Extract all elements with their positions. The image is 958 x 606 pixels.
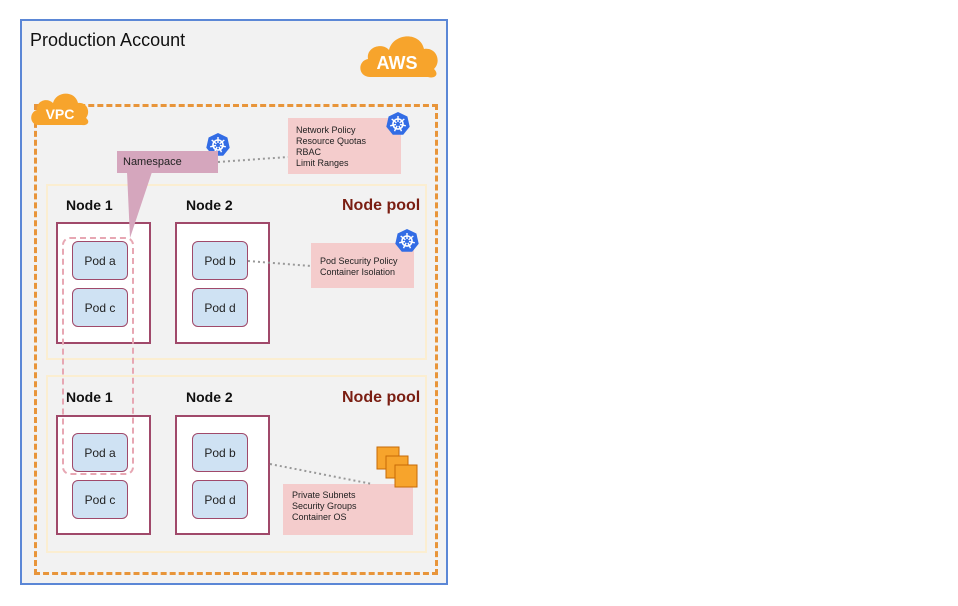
aws-badge-label: AWS (376, 53, 417, 73)
pod: Pod b (192, 433, 248, 472)
pod: Pod c (72, 480, 128, 519)
namespace-group-outline (62, 237, 134, 475)
pod: Pod a (72, 241, 128, 280)
account-title: Production Account (30, 30, 186, 50)
node-title: Node 2 (186, 197, 233, 213)
vpc-container (34, 104, 438, 575)
namespace-policies-note: Network Policy Resource Quotas RBAC Limi… (288, 118, 401, 174)
vpc-badge-label: VPC (46, 106, 75, 122)
policy-line: RBAC (296, 147, 322, 157)
pod: Pod a (72, 433, 128, 472)
node-title: Node 2 (186, 389, 233, 405)
pod: Pod b (192, 241, 248, 280)
policy-line: Pod Security Policy (320, 256, 398, 266)
node-title: Node 1 (66, 389, 113, 405)
pod: Pod c (72, 288, 128, 327)
policy-line: Container Isolation (320, 267, 396, 277)
pod: Pod d (192, 480, 248, 519)
aws-cloud-icon: AWS (360, 36, 438, 78)
policy-line: Private Subnets (292, 490, 356, 500)
policy-line: Container OS (292, 512, 347, 522)
policy-line: Security Groups (292, 501, 357, 511)
policy-line: Limit Ranges (296, 158, 349, 168)
namespace-label: Namespace (117, 151, 218, 173)
infrastructure-note: Private Subnets Security Groups Containe… (283, 484, 413, 535)
node-pool-title: Node pool (342, 197, 421, 214)
vpc-cloud-icon: VPC (31, 93, 89, 126)
pod: Pod d (192, 288, 248, 327)
policy-line: Network Policy (296, 125, 356, 135)
pod-security-note: Pod Security Policy Container Isolation (311, 243, 414, 288)
node-pool-title: Node pool (342, 389, 421, 406)
policy-line: Resource Quotas (296, 136, 367, 146)
node-title: Node 1 (66, 197, 113, 213)
